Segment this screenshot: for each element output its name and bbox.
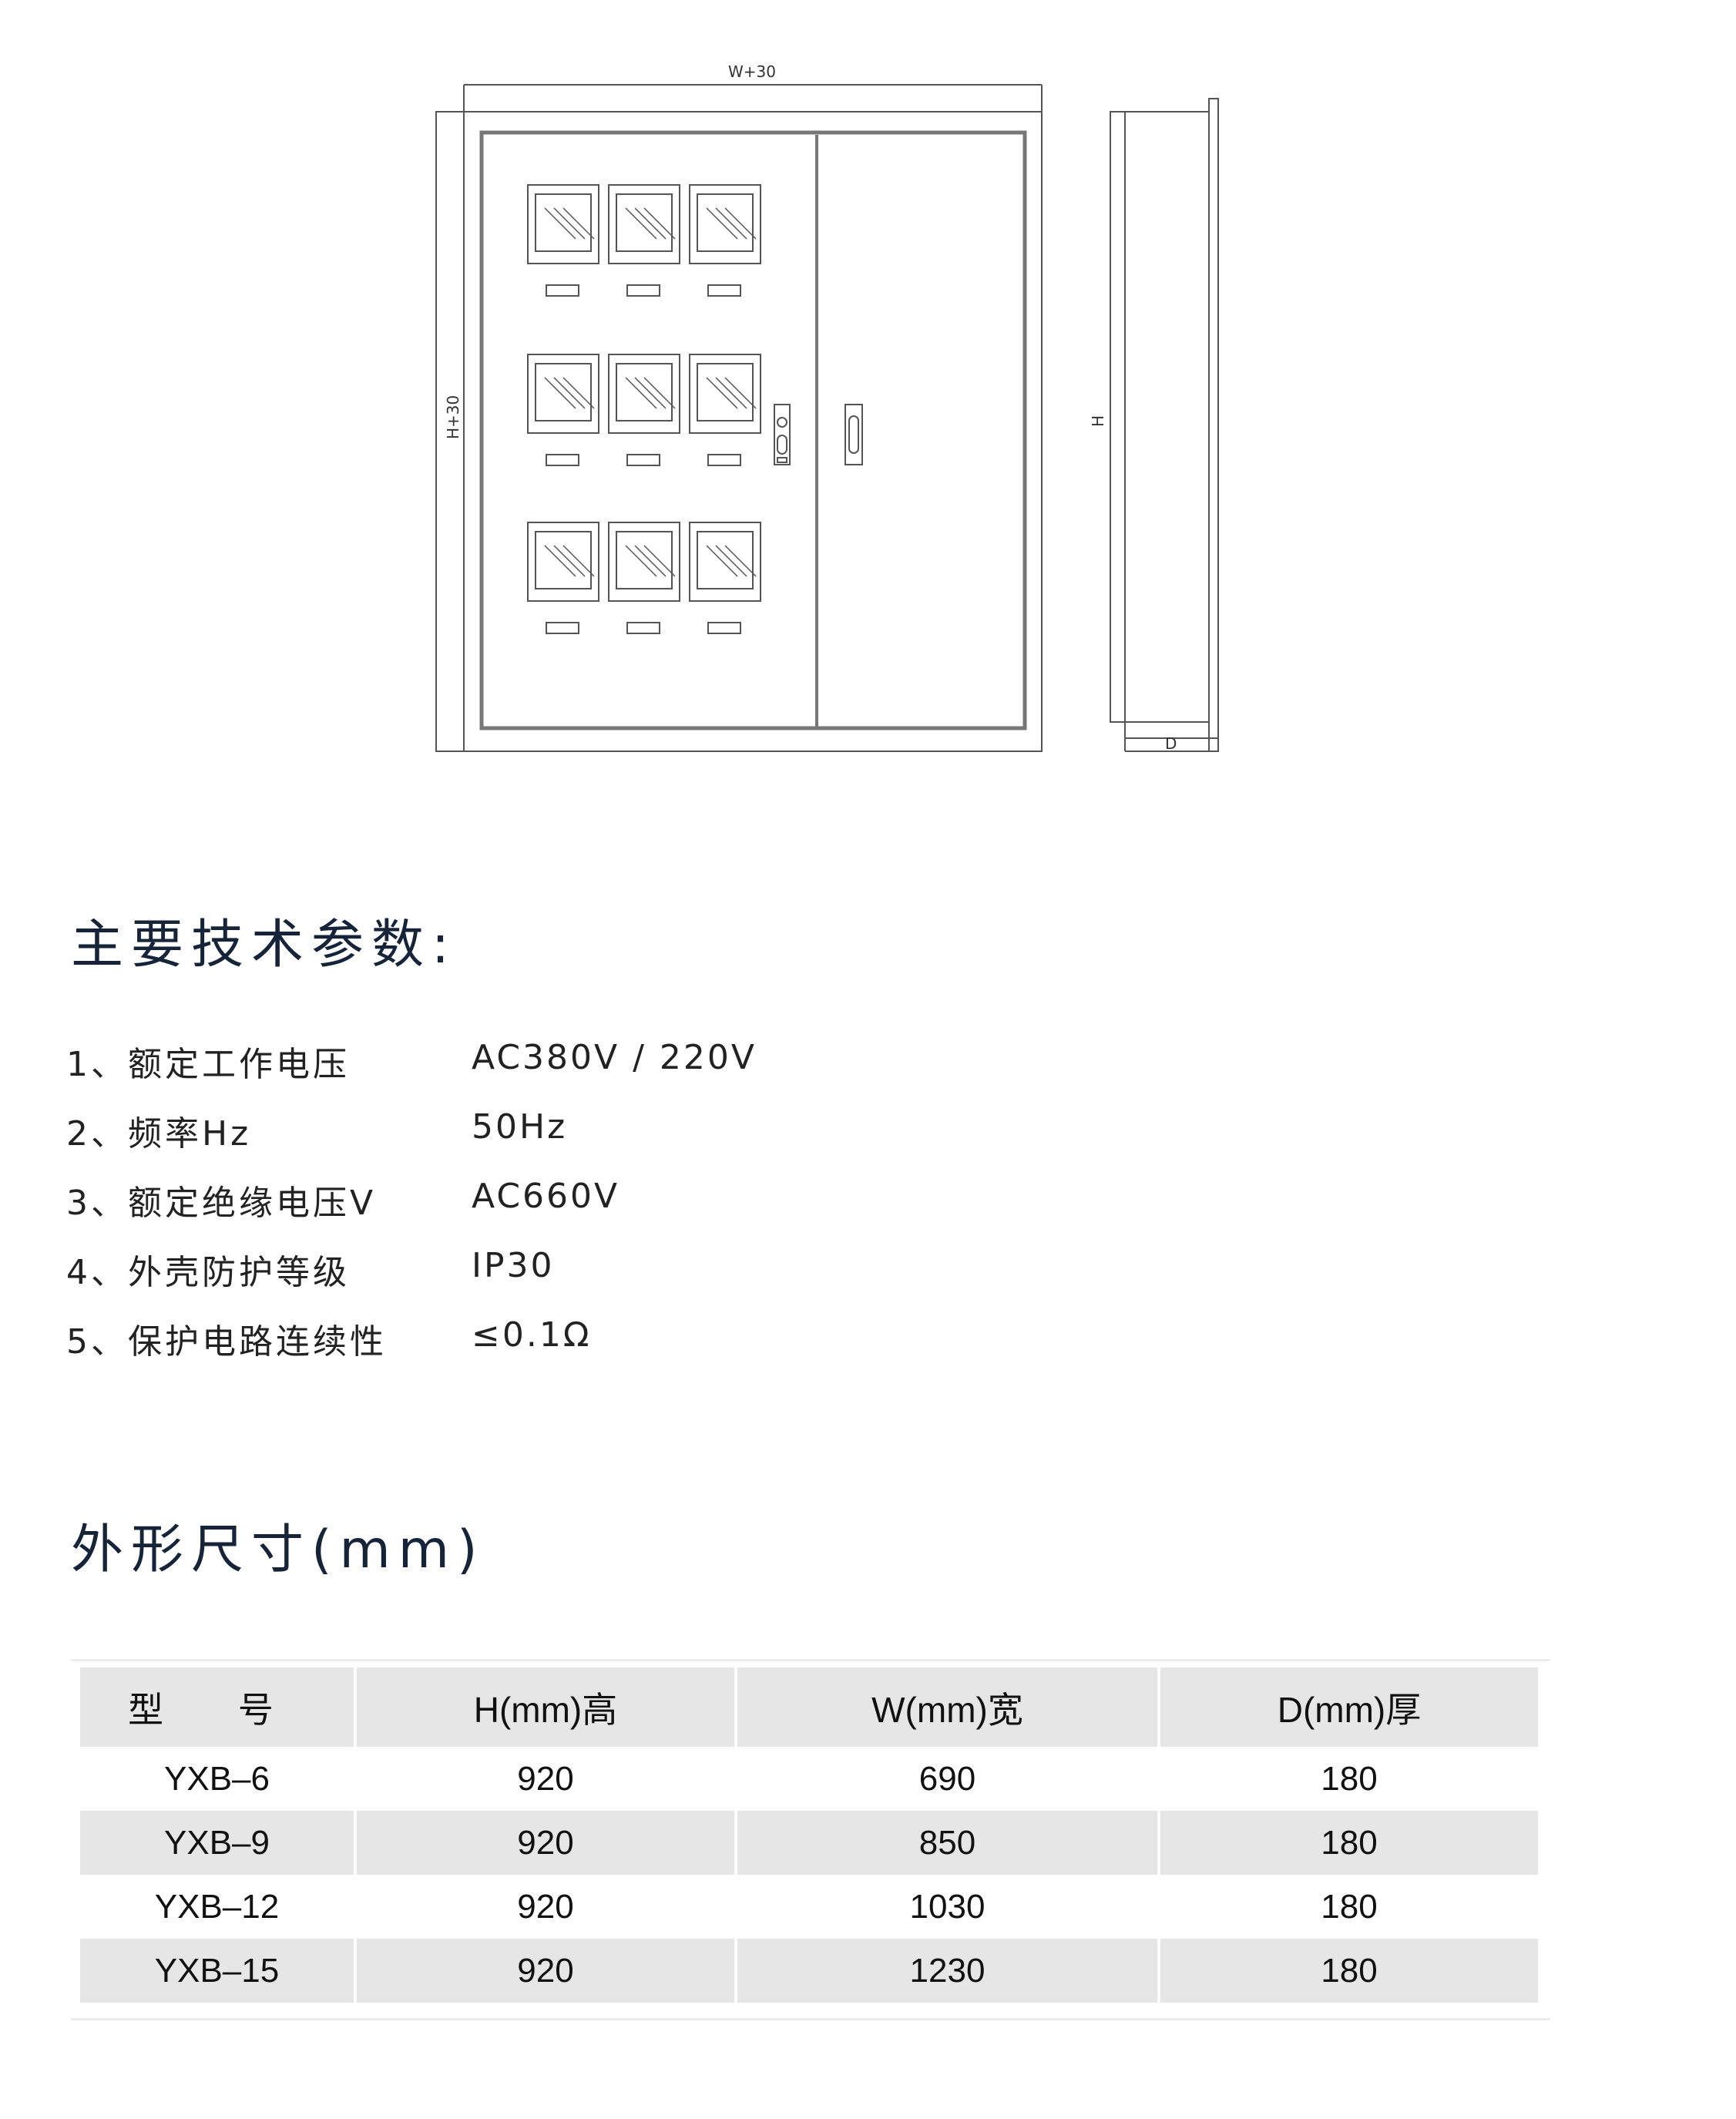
cell-depth: 180 [1160,1811,1538,1875]
param-value: AC660V [472,1177,620,1216]
param-label: 1、额定工作电压 [66,1045,350,1084]
param-row-insulation: 3、额定绝缘电压V AC660V [66,1175,1068,1244]
parameters-list: 1、额定工作电压 AC380V / 220V 2、频率Hz 50Hz 3、额定绝… [66,1036,1068,1383]
table-row: YXB–12 920 1030 180 [80,1875,1538,1939]
door-handle [844,404,863,465]
header-width: W(mm)宽 [737,1667,1157,1747]
meter-window [608,522,680,634]
cabinet-door-frame [479,130,1027,730]
param-label: 3、额定绝缘电压V [66,1184,377,1223]
cell-width: 690 [918,1759,976,1798]
meter-window [689,184,761,297]
cell-depth: 180 [1321,1887,1378,1926]
table-row: YXB–9 920 850 180 [80,1811,1538,1875]
cell-height: 920 [517,1887,574,1926]
meter-window [689,354,761,466]
header-depth: D(mm)厚 [1160,1667,1538,1747]
header-model: 型 号 [80,1667,354,1747]
height-label: H+30 [444,395,462,439]
cell-width: 1030 [909,1887,986,1926]
cell-model: YXB–12 [154,1887,280,1926]
side-view: H D [1089,98,1219,753]
cabinet-drawing: W+30 H+30 H D [435,62,1219,753]
table-header-row: 型 号 H(mm)高 W(mm)宽 D(mm)厚 [80,1667,1538,1747]
cabinet-outer-frame [435,111,1043,752]
cell-model: YXB–15 [80,1939,354,2003]
param-row-continuity: 5、保护电路连续性 ≤0.1Ω [66,1314,1068,1383]
table-top-rule [71,1659,1550,1661]
dimensions-title: 外形尺寸(mm) [71,1520,485,1580]
table-bottom-rule [71,2018,1550,2020]
header-model-text: 型 号 [128,1689,306,1730]
meter-window [527,522,599,634]
cell-model: YXB–6 [164,1759,270,1798]
door-lock [774,404,791,465]
meter-window [608,354,680,466]
param-value: AC380V / 220V [472,1038,757,1077]
param-value: 50Hz [472,1107,568,1147]
header-height: H(mm)高 [357,1667,734,1747]
table-row: YXB–6 920 690 180 [80,1747,1538,1811]
depth-label: D [1165,734,1177,753]
cell-depth: 180 [1321,1759,1378,1798]
cell-width: 850 [737,1811,1157,1875]
parameters-title: 主要技术参数: [71,915,457,976]
cell-model: YXB–9 [80,1811,354,1875]
param-value: ≤0.1Ω [472,1315,592,1355]
cell-height: 920 [357,1811,734,1875]
param-row-protection: 4、外壳防护等级 IP30 [66,1244,1068,1314]
table-row: YXB–15 920 1230 180 [80,1939,1538,2003]
width-label: W+30 [728,62,776,81]
cell-depth: 180 [1160,1939,1538,2003]
param-label: 5、保护电路连续性 [66,1322,387,1362]
param-label: 4、外壳防护等级 [66,1253,350,1292]
param-label: 2、频率Hz [66,1114,252,1154]
meter-windows [527,184,761,634]
meter-window [527,354,599,466]
meter-window [608,184,680,297]
meter-window [527,184,599,297]
meter-window [689,522,761,634]
param-value: IP30 [472,1246,555,1285]
param-row-voltage: 1、额定工作电压 AC380V / 220V [66,1036,1068,1106]
cell-height: 920 [357,1939,734,2003]
width-dimension: W+30 [463,62,1043,112]
cell-width: 1230 [737,1939,1157,2003]
side-height-label: H [1089,415,1107,427]
cell-height: 920 [517,1759,574,1798]
param-row-frequency: 2、频率Hz 50Hz [66,1106,1068,1175]
